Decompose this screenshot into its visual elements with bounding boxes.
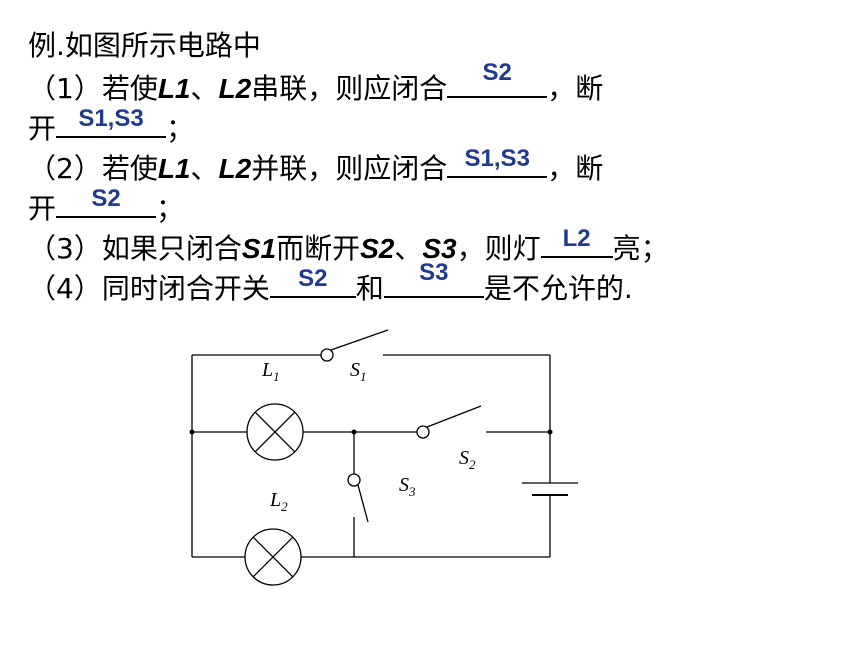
question-2-line: （2）若使L1、L2并联，则应闭合 S1,S3 ，断 xyxy=(28,146,603,189)
q2-L1: L1 xyxy=(157,153,191,184)
q3-mid: 而断开 xyxy=(276,232,361,265)
q2-open-prefix: 开 xyxy=(28,192,57,225)
label-S2: S2 xyxy=(459,447,476,472)
q1-mid: 串联，则应闭合 xyxy=(251,72,448,105)
q1-L2: L2 xyxy=(218,73,252,104)
q3-post: 亮； xyxy=(612,232,669,265)
q2-answer-close: S1,S3 xyxy=(464,145,530,172)
q4-prefix: （4）同时闭合开关 xyxy=(28,272,270,305)
label-L1: L1 xyxy=(261,359,280,384)
q1-post: ，断 xyxy=(547,72,604,105)
label-S1: S1 xyxy=(350,359,367,384)
q1-answer-open: S1,S3 xyxy=(78,105,144,132)
q1-L1: L1 xyxy=(157,73,191,104)
s1-lever xyxy=(330,329,389,351)
q2-L2: L2 xyxy=(218,153,252,184)
s3-lever xyxy=(357,484,369,523)
q2-sep: 、 xyxy=(190,152,219,185)
lamp-L2-icon xyxy=(244,528,302,586)
s1-contact xyxy=(320,348,334,362)
q1-prefix: （1）若使 xyxy=(28,72,158,105)
question-4-line: （4）同时闭合开关 S2 和 S3 是不允许的. xyxy=(28,260,633,309)
q4-answer-1: S2 xyxy=(298,265,328,292)
q1-blank-open: S1,S3 xyxy=(56,105,167,138)
q3-S2: S2 xyxy=(360,233,395,264)
question-2-line-2: 开 S2 ； xyxy=(28,186,184,229)
junction-center-mid xyxy=(351,429,357,435)
s2-lever xyxy=(426,405,482,428)
lamp-L1-icon xyxy=(246,403,304,461)
q2-prefix: （2）若使 xyxy=(28,152,158,185)
q2-blank-open: S2 xyxy=(56,185,157,218)
q2-blank-close: S1,S3 xyxy=(447,145,548,178)
q4-answer-2: S3 xyxy=(419,259,449,286)
s2-contact xyxy=(416,425,430,439)
question-1-line-2: 开 S1,S3 ； xyxy=(28,106,194,149)
q2-open-post: ； xyxy=(156,192,185,225)
q1-sep: 、 xyxy=(190,72,219,105)
q1-open-prefix: 开 xyxy=(28,112,57,145)
junction-right-mid xyxy=(547,429,553,435)
q3-prefix: （3）如果只闭合 xyxy=(28,232,242,265)
q3-S3: S3 xyxy=(422,233,457,264)
junction-left-mid xyxy=(189,429,195,435)
q1-answer-close: S2 xyxy=(482,59,512,86)
q3-blank-lamp: L2 xyxy=(540,225,613,258)
q4-post: 是不允许的. xyxy=(483,272,633,305)
q1-open-post: ； xyxy=(166,112,195,145)
s3-contact xyxy=(347,473,361,487)
q4-blank-2: S3 xyxy=(383,260,484,298)
label-L2: L2 xyxy=(269,489,288,514)
q4-mid: 和 xyxy=(355,272,384,305)
label-S3: S3 xyxy=(399,474,416,499)
title-line: 例.如图所示电路中 xyxy=(28,26,261,66)
q4-blank-1: S2 xyxy=(269,265,356,298)
question-1-line: （1）若使L1、L2串联，则应闭合 S2 ，断 xyxy=(28,60,604,109)
q2-answer-open: S2 xyxy=(91,185,121,212)
q3-mid2: ，则灯 xyxy=(456,232,541,265)
question-3-line: （3）如果只闭合S1而断开S2、S3，则灯 L2 亮； xyxy=(28,226,669,269)
q2-post: ，断 xyxy=(547,152,604,185)
example-title: 例.如图所示电路中 xyxy=(28,29,261,62)
q3-answer-lamp: L2 xyxy=(562,225,591,252)
q2-mid: 并联，则应闭合 xyxy=(251,152,448,185)
q3-sep: 、 xyxy=(394,232,423,265)
q1-blank-close: S2 xyxy=(447,60,548,98)
q3-S1: S1 xyxy=(241,233,277,264)
